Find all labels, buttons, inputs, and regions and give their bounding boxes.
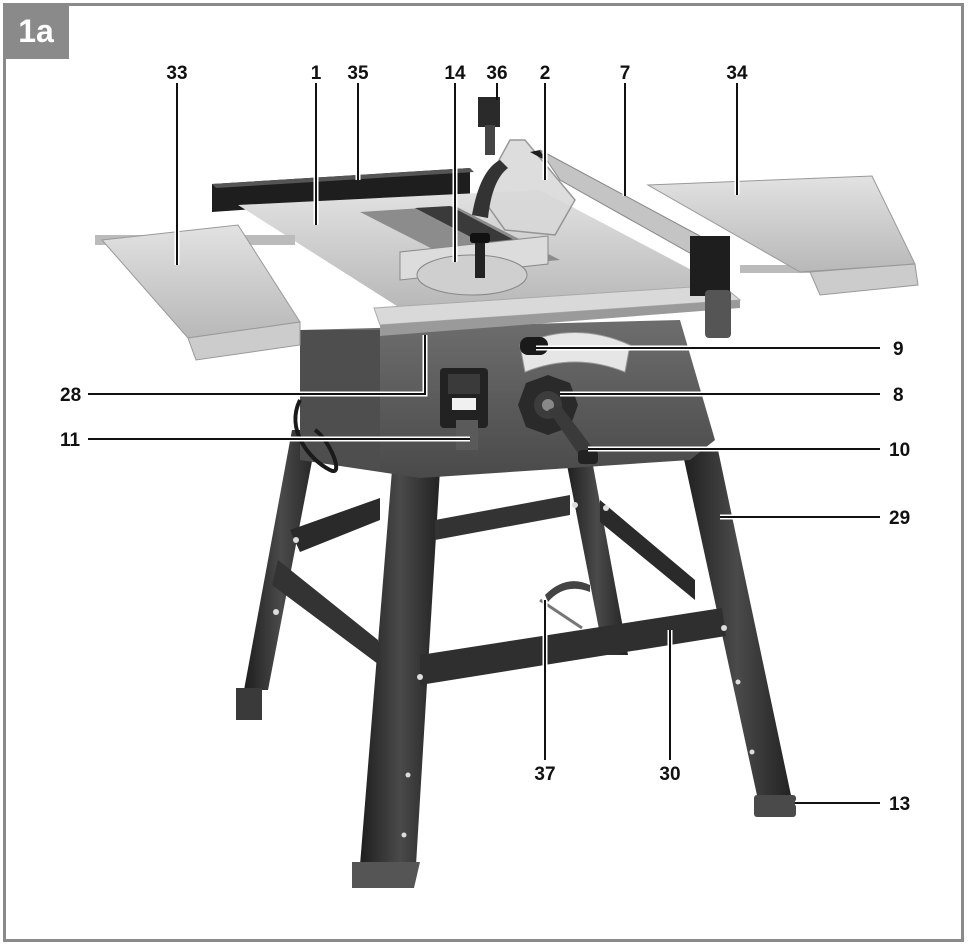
- callout-10: 10: [889, 440, 910, 461]
- callout-13: 13: [889, 794, 910, 815]
- callout-37: 37: [534, 764, 555, 785]
- callout-labels: 33 1 35 14 36 2 7 34 9 8 10 29 13 28 11 …: [60, 63, 910, 815]
- callout-28: 28: [60, 385, 81, 406]
- table-extension-left: [95, 224, 301, 361]
- leader-28: [88, 335, 426, 395]
- callout-9: 9: [893, 339, 904, 360]
- brace-lower-left: [272, 560, 378, 664]
- rear-rail: [212, 168, 470, 212]
- leg-back-right: [566, 460, 628, 655]
- fence-lock-lever: [705, 290, 731, 338]
- stand: [236, 430, 796, 888]
- leg-back-left: [244, 430, 318, 690]
- leg-front-left: [360, 470, 440, 865]
- callout-1: 1: [311, 63, 322, 84]
- callout-14: 14: [444, 63, 466, 84]
- table-extension-right: [646, 175, 919, 296]
- riving-knife: [472, 160, 508, 218]
- saw-housing: [293, 320, 715, 478]
- leg-front-right: [682, 450, 792, 800]
- figure-frame: [3, 3, 964, 942]
- mitre-gauge: [399, 233, 549, 296]
- callout-35: 35: [347, 63, 369, 84]
- callout-11: 11: [60, 430, 81, 451]
- foot-pedal-bar: [545, 581, 590, 602]
- brace-upper-right: [600, 500, 695, 600]
- callout-30: 30: [659, 764, 680, 785]
- power-cable: [293, 399, 339, 474]
- callout-36: 36: [486, 63, 507, 84]
- callout-8: 8: [893, 385, 904, 406]
- brace-upper-left: [290, 498, 380, 552]
- table-assembly: [95, 97, 919, 361]
- leader-lines: [88, 83, 880, 806]
- callout-2: 2: [540, 63, 551, 84]
- figure-number-badge: 1a: [3, 3, 69, 59]
- brace-lower-front: [420, 608, 726, 685]
- callout-29: 29: [889, 508, 910, 529]
- callout-34: 34: [726, 63, 748, 84]
- brace-upper-back: [435, 495, 570, 540]
- on-off-switch: [440, 368, 488, 450]
- callout-7: 7: [620, 63, 631, 84]
- callout-33: 33: [166, 63, 187, 84]
